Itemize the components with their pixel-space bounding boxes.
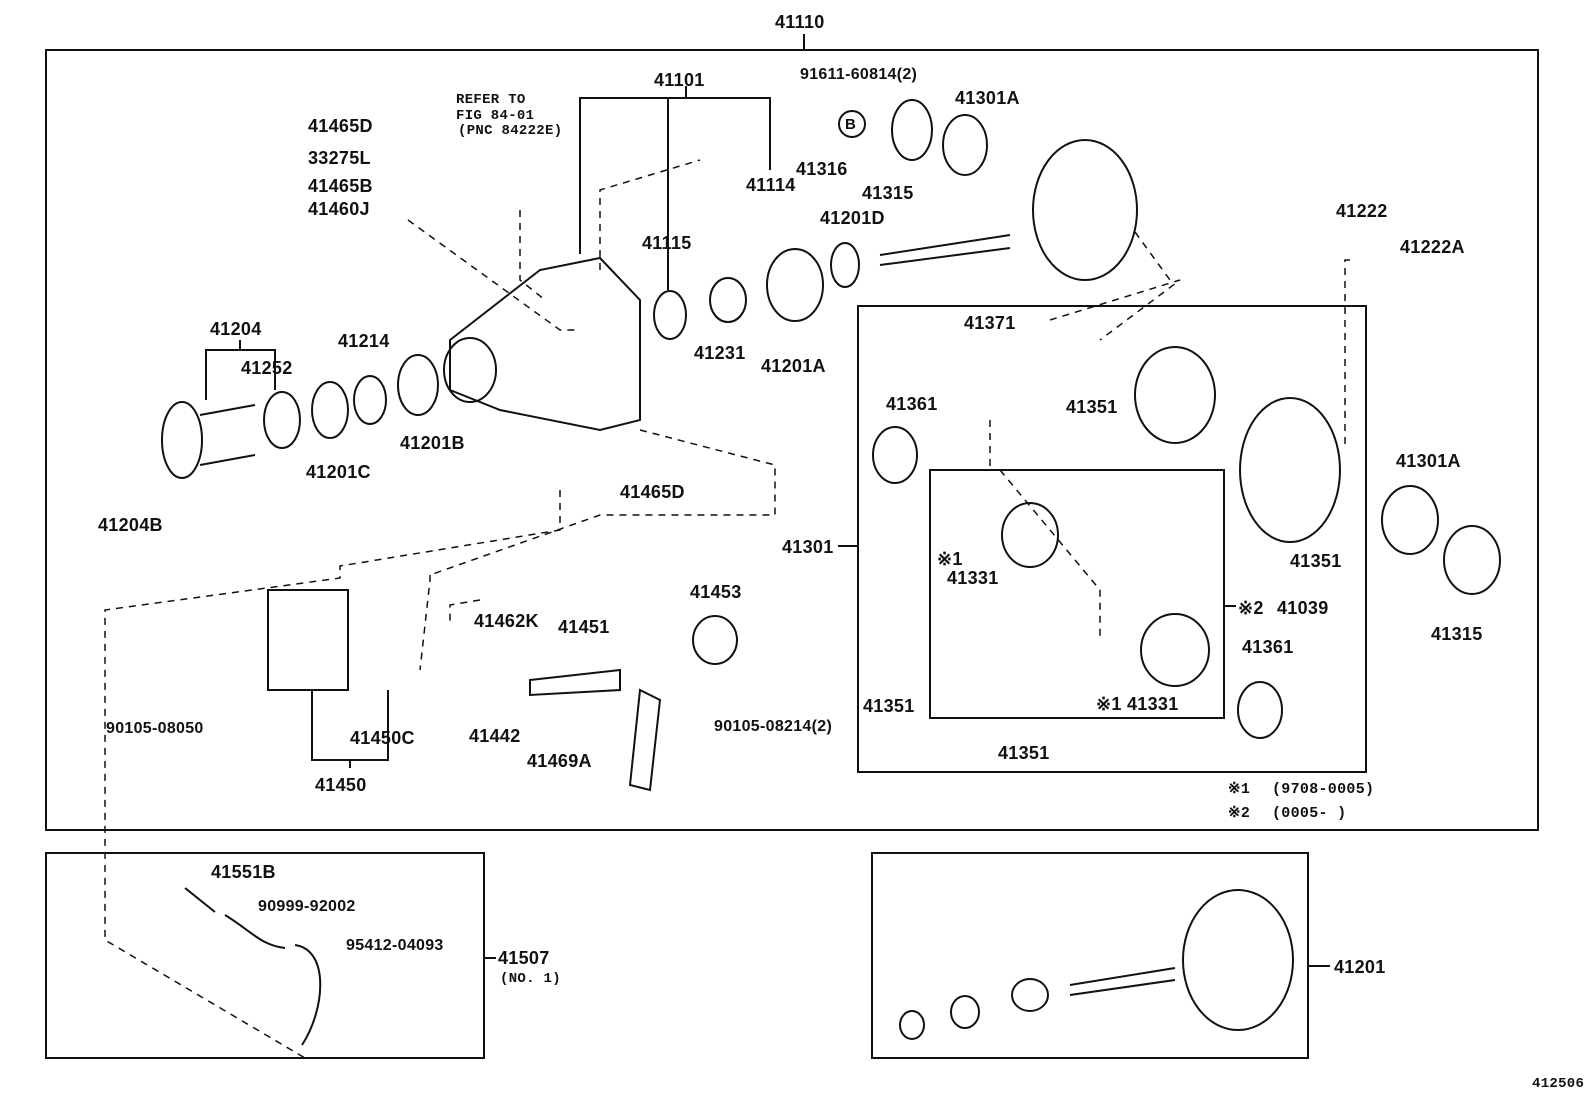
part-41351-bottom: 41351 xyxy=(998,743,1050,763)
reference-line-1: REFER TO xyxy=(456,92,526,108)
part-41222a: 41222A xyxy=(1400,237,1465,257)
note-1-mark: ※1 xyxy=(1228,781,1251,798)
part-41231: 41231 xyxy=(694,343,746,363)
part-41315-top: 41315 xyxy=(862,183,914,203)
callout-b: B xyxy=(845,116,857,133)
ring-pinion-label: 41201 xyxy=(1334,957,1386,977)
part-41361-left: 41361 xyxy=(886,394,938,414)
reference-line-2: FIG 84-01 xyxy=(456,108,535,124)
part-33275l: 33275L xyxy=(308,148,371,168)
assembly-frame xyxy=(45,49,1539,831)
reference-line-3: (PNC 84222E) xyxy=(458,123,563,139)
part-41301a-top: 41301A xyxy=(955,88,1020,108)
diagram-id: 412506 xyxy=(1532,1076,1585,1092)
part-41222: 41222 xyxy=(1336,201,1388,221)
part-41315-right: 41315 xyxy=(1431,624,1483,644)
part-41351-right: 41351 xyxy=(1290,551,1342,571)
note-2-text: (0005- ) xyxy=(1272,805,1347,822)
part-41465d-top: 41465D xyxy=(308,116,373,136)
part-41204: 41204 xyxy=(210,319,262,339)
part-41331-bottom: ※1 41331 xyxy=(1096,694,1179,714)
hose-kit-label: 41507 xyxy=(498,948,550,968)
part-41101: 41101 xyxy=(654,70,705,90)
gear-kit-label: 41039 xyxy=(1277,598,1329,618)
part-41450c: 41450C xyxy=(350,728,415,748)
part-41465b: 41465B xyxy=(308,176,373,196)
part-41201a: 41201A xyxy=(761,356,826,376)
part-41450: 41450 xyxy=(315,775,367,795)
part-41462k: 41462K xyxy=(474,611,539,631)
part-90999-92002: 90999-92002 xyxy=(258,898,356,915)
part-41442: 41442 xyxy=(469,726,521,746)
part-41465d-bottom: 41465D xyxy=(620,482,685,502)
part-41551b: 41551B xyxy=(211,862,276,882)
part-41351-top: 41351 xyxy=(1066,397,1118,417)
part-90105-08214: 90105-08214(2) xyxy=(714,718,833,735)
part-41371: 41371 xyxy=(964,313,1016,333)
hose-kit-frame xyxy=(45,852,485,1059)
part-91611-60814: 91611-60814(2) xyxy=(800,66,918,83)
assembly-label: 41110 xyxy=(775,12,825,32)
ring-pinion-frame xyxy=(871,852,1309,1059)
gear-kit-frame xyxy=(929,469,1225,719)
part-41301a-right: 41301A xyxy=(1396,451,1461,471)
diff-case-kit-label: 41301 xyxy=(782,537,834,557)
part-41351-bottom-left: 41351 xyxy=(863,696,915,716)
gear-kit-mark: ※2 xyxy=(1238,598,1264,618)
part-41451: 41451 xyxy=(558,617,610,637)
part-95412-04093: 95412-04093 xyxy=(346,937,444,954)
part-41252: 41252 xyxy=(241,358,293,378)
part-41361-right: 41361 xyxy=(1242,637,1294,657)
part-41460j: 41460J xyxy=(308,199,370,219)
part-41204b: 41204B xyxy=(98,515,163,535)
part-41201c: 41201C xyxy=(306,462,371,482)
part-41214: 41214 xyxy=(338,331,390,351)
part-41115: 41115 xyxy=(642,233,692,253)
part-90105-08050: 90105-08050 xyxy=(106,720,204,737)
note-2-mark: ※2 xyxy=(1228,805,1251,822)
part-41316: 41316 xyxy=(796,159,848,179)
part-41114: 41114 xyxy=(746,175,796,195)
note-1-text: (9708-0005) xyxy=(1272,781,1375,798)
part-41201d: 41201D xyxy=(820,208,885,228)
diff-case-frame xyxy=(857,305,1367,773)
part-41331-left: 41331 xyxy=(947,568,999,588)
hose-kit-note: (NO. 1) xyxy=(500,971,561,987)
part-41201b: 41201B xyxy=(400,433,465,453)
part-41469a: 41469A xyxy=(527,751,592,771)
callout-b-circle xyxy=(838,110,866,138)
part-41453: 41453 xyxy=(690,582,742,602)
part-41331-left-mark: ※1 xyxy=(937,549,963,569)
